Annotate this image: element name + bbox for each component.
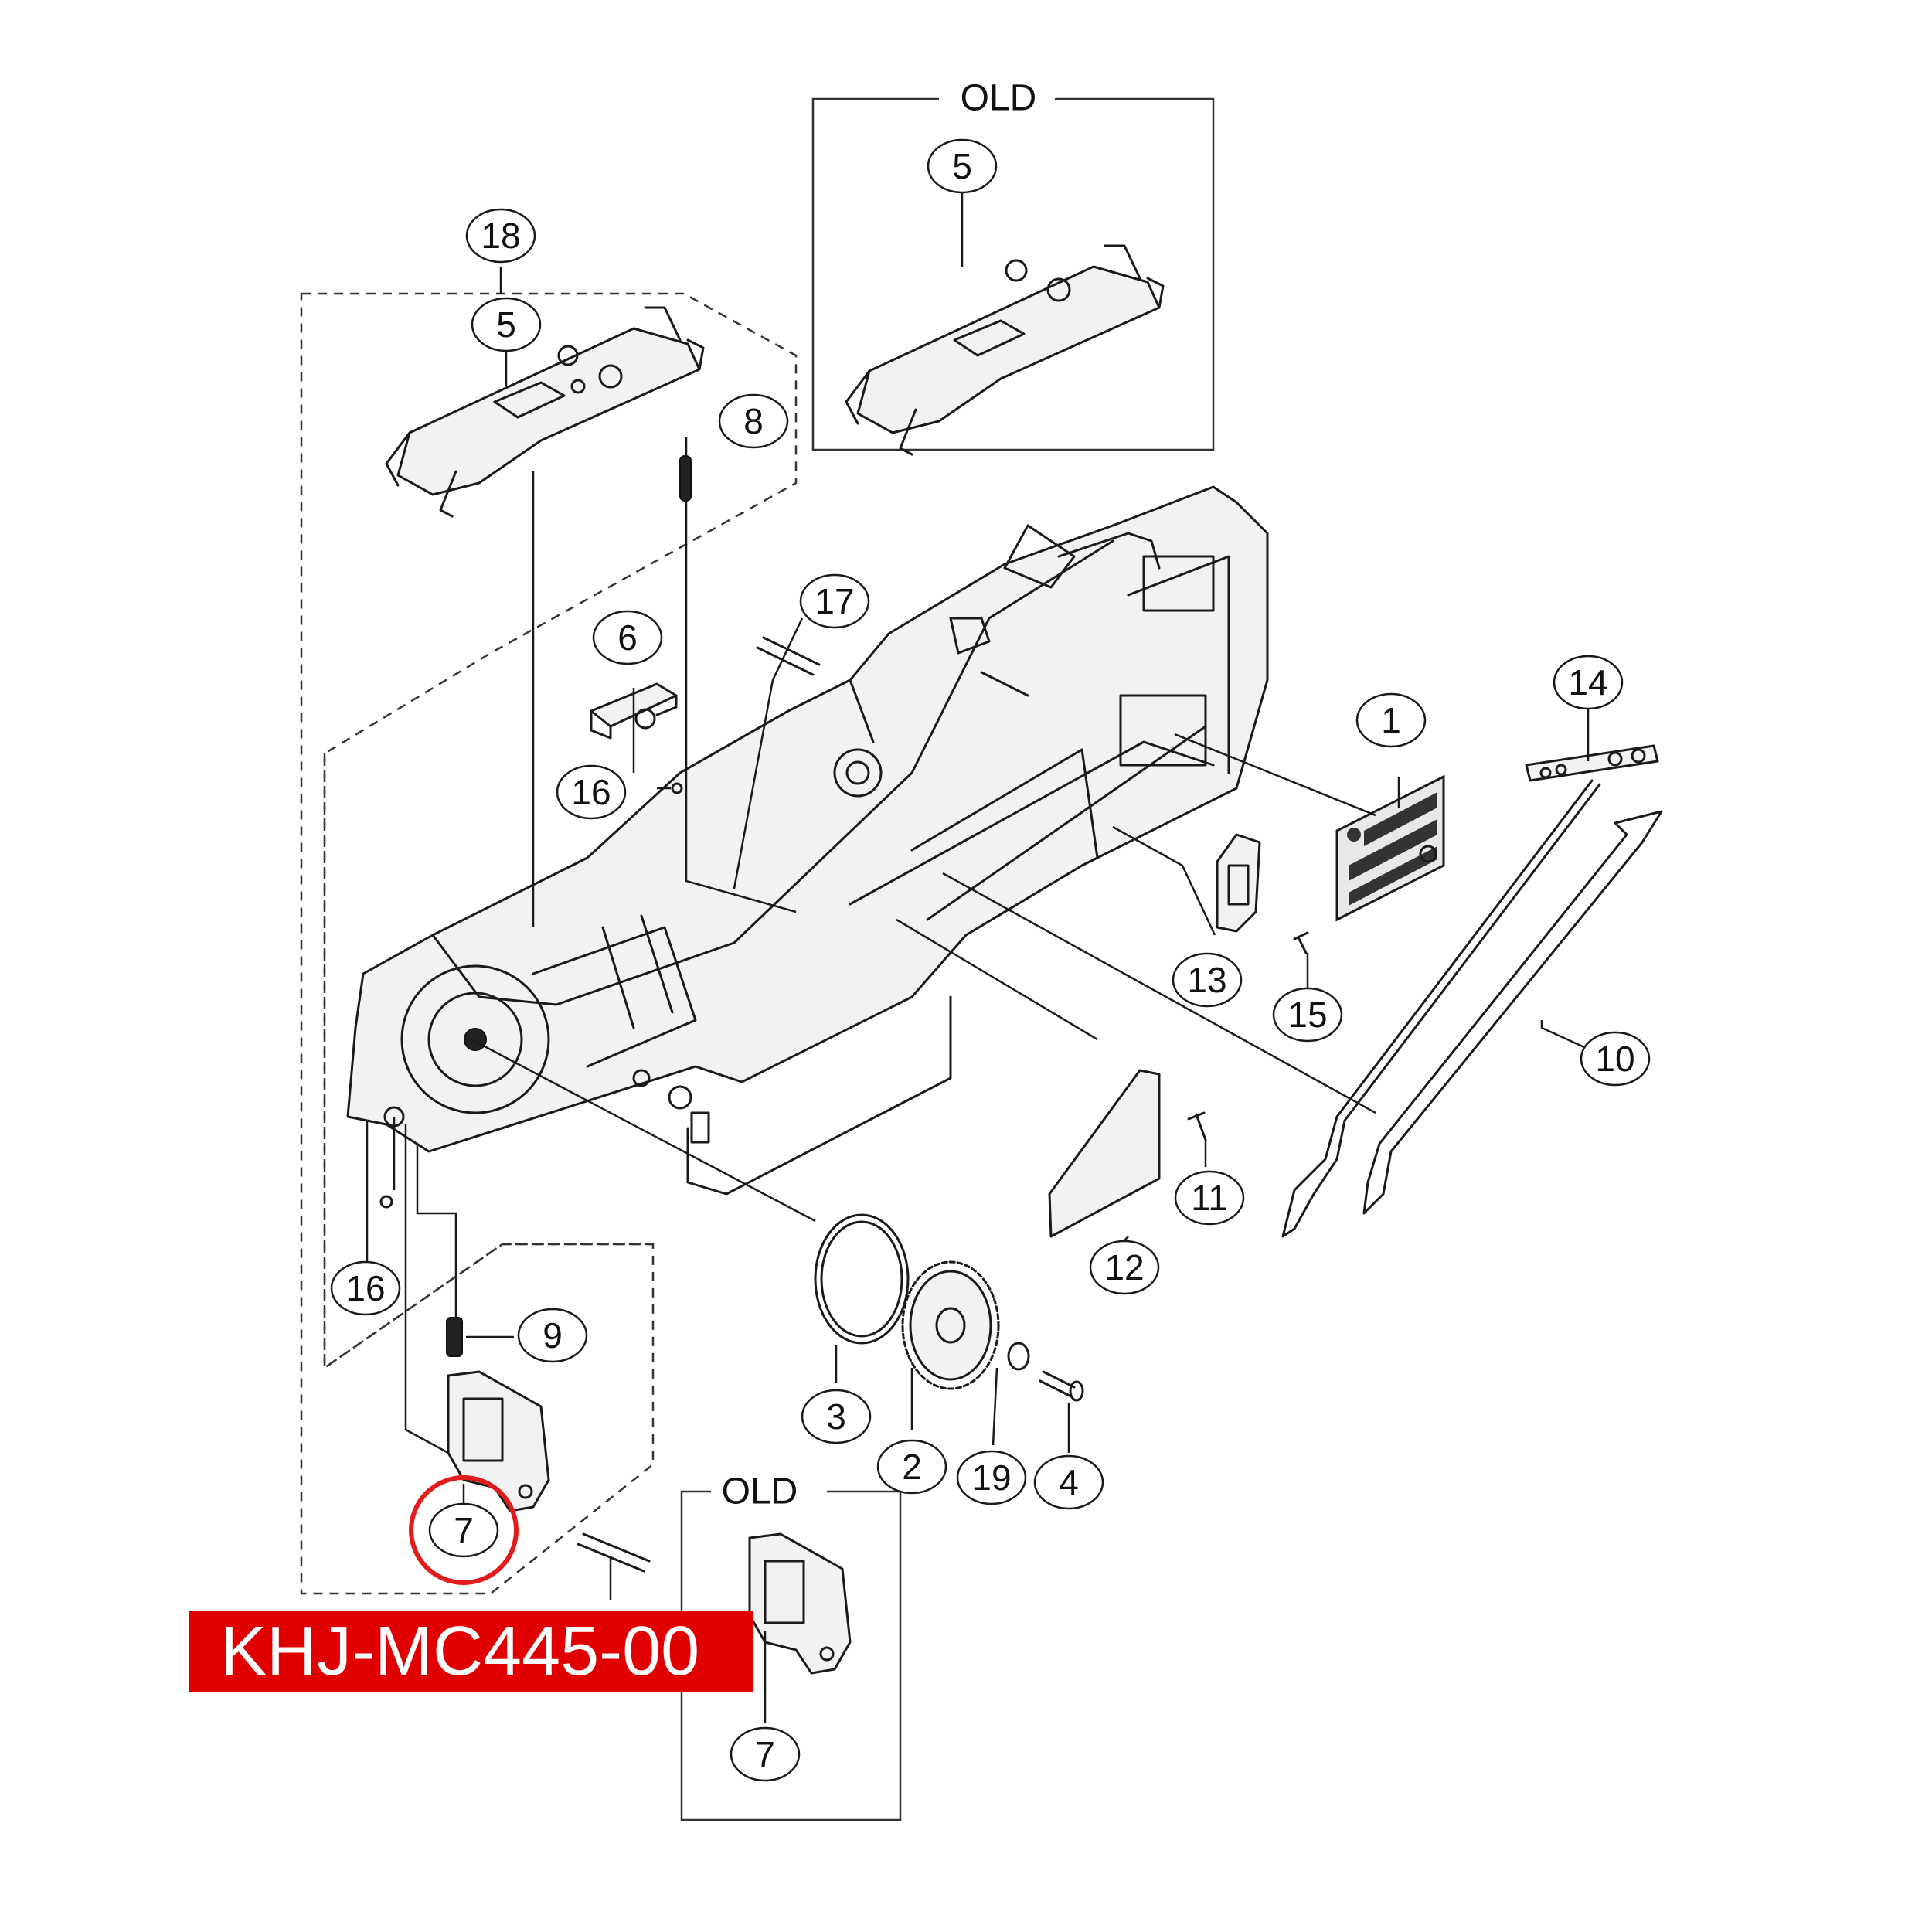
part-7-lever — [447, 1370, 550, 1512]
svg-text:8: 8 — [743, 401, 764, 441]
part-1-label-plate — [1335, 774, 1445, 922]
part-12-cover-plate — [1048, 1069, 1161, 1238]
part-7-lever-old — [748, 1532, 852, 1675]
callout-5-old: 5 — [927, 138, 998, 194]
svg-text:3: 3 — [826, 1396, 846, 1437]
part-5-shutter-old — [845, 244, 1165, 456]
svg-text:17: 17 — [815, 581, 854, 621]
part-4-screw — [1039, 1370, 1084, 1402]
callout-1: 1 — [1355, 692, 1427, 748]
part-10-strip — [1362, 810, 1663, 1215]
sub-assembly-outline — [323, 753, 653, 1370]
part-5-shutter — [385, 306, 705, 518]
part-2-sprocket — [901, 1260, 1000, 1390]
callout-15: 15 — [1272, 987, 1343, 1043]
callout-16-bottom: 16 — [330, 1260, 401, 1316]
svg-text:5: 5 — [952, 146, 972, 186]
part-11-screw — [1187, 1111, 1207, 1141]
part-15-screw — [1293, 931, 1309, 954]
part-pin-lower — [577, 1532, 651, 1573]
old-label-top: OLD — [961, 78, 1037, 119]
old-bottom-group: OLD — [680, 1470, 902, 1821]
part-13-bracket — [1216, 833, 1261, 933]
svg-text:11: 11 — [1191, 1178, 1228, 1218]
svg-text:2: 2 — [902, 1447, 922, 1487]
svg-text:9: 9 — [543, 1315, 563, 1355]
callout-6: 6 — [592, 610, 663, 665]
callout-2: 2 — [876, 1439, 947, 1495]
callout-7-group: 7 — [428, 1502, 499, 1558]
svg-text:13: 13 — [1187, 960, 1226, 1000]
part-9-spring — [446, 1317, 463, 1357]
svg-text:12: 12 — [1104, 1247, 1144, 1287]
callout-12: 12 — [1089, 1240, 1160, 1295]
callout-13: 13 — [1172, 952, 1243, 1008]
part-code-banner: KHJ-MC445-00 — [189, 1611, 753, 1692]
callout-14: 14 — [1553, 655, 1624, 710]
callout-8: 8 — [718, 393, 789, 449]
callout-11: 11 — [1174, 1170, 1245, 1226]
part-19-washer — [1007, 1342, 1030, 1371]
svg-text:16: 16 — [345, 1268, 385, 1308]
svg-text:19: 19 — [971, 1458, 1011, 1498]
svg-text:15: 15 — [1287, 995, 1327, 1035]
part-14-strip — [1281, 744, 1659, 1238]
part-3-ring — [814, 1213, 910, 1345]
svg-text:14: 14 — [1568, 662, 1607, 702]
callout-17: 17 — [799, 573, 870, 629]
callout-3: 3 — [801, 1389, 872, 1444]
callout-7-old: 7 — [730, 1726, 801, 1782]
callout-9: 9 — [517, 1308, 588, 1363]
feeder-main-frame — [346, 485, 1269, 1196]
part-16-setscrew-bottom — [379, 1195, 393, 1209]
svg-text:16: 16 — [571, 772, 611, 812]
old-top-group: OLD — [811, 77, 1215, 451]
svg-text:7: 7 — [755, 1734, 775, 1774]
svg-text:4: 4 — [1059, 1462, 1079, 1502]
assembly-18-outline — [300, 292, 798, 1595]
callout-18: 18 — [465, 208, 536, 264]
highlight-ring-part-7 — [409, 1475, 519, 1585]
part-16-setscrew-top — [671, 782, 683, 794]
svg-text:10: 10 — [1595, 1039, 1634, 1079]
part-code-text: KHJ-MC445-00 — [220, 1613, 699, 1690]
callout-19: 19 — [956, 1450, 1027, 1505]
part-17-pin — [756, 636, 821, 676]
old-label-bottom: OLD — [722, 1471, 798, 1512]
callout-4: 4 — [1033, 1454, 1104, 1510]
part-8-pin — [679, 455, 692, 502]
callout-10: 10 — [1580, 1031, 1651, 1087]
callout-5-group: 5 — [471, 297, 542, 352]
leader-lines — [366, 193, 1590, 1723]
svg-text:18: 18 — [481, 216, 520, 256]
svg-text:1: 1 — [1381, 700, 1401, 740]
callout-16-top: 16 — [556, 764, 627, 820]
svg-text:7: 7 — [454, 1510, 474, 1550]
svg-text:6: 6 — [617, 617, 638, 658]
svg-text:5: 5 — [496, 304, 516, 345]
